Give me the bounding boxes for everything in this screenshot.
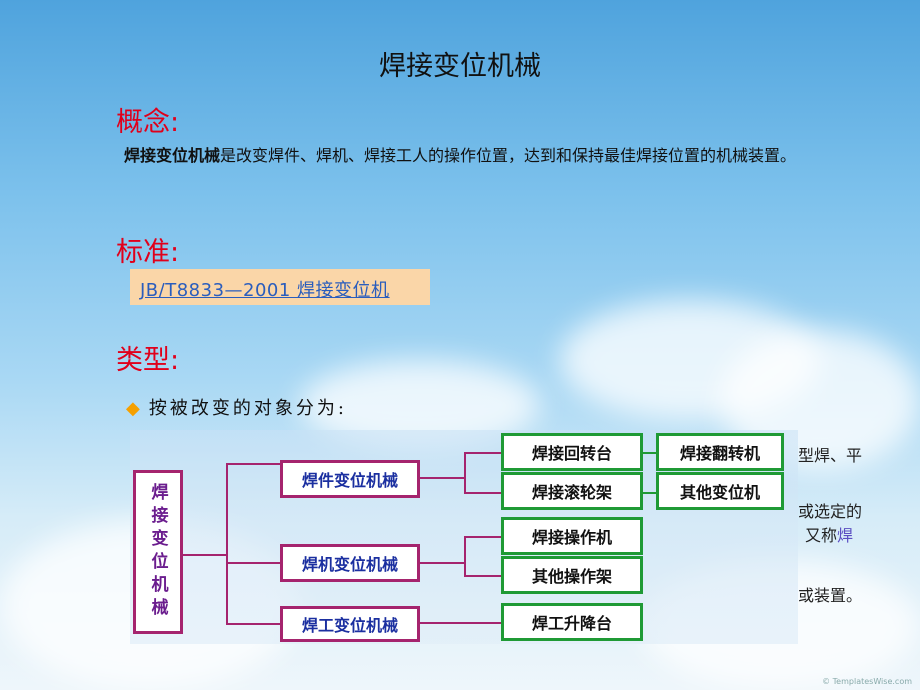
connector bbox=[642, 492, 656, 494]
partial-text-link: 焊 bbox=[837, 526, 854, 545]
connector bbox=[464, 452, 502, 454]
connector bbox=[642, 452, 656, 454]
type-heading: 类型: bbox=[116, 345, 180, 376]
type-bullet: ◆按被改变的对象分为: bbox=[126, 394, 347, 420]
diagram-level3-box: 其他变位机 bbox=[656, 472, 784, 510]
diagram-level1-box: 焊工变位机械 bbox=[280, 606, 420, 642]
diagram-level1-box: 焊件变位机械 bbox=[280, 460, 420, 498]
diagram-level2-box: 焊工升降台 bbox=[501, 603, 643, 641]
connector bbox=[464, 452, 466, 494]
concept-term: 焊接变位机械 bbox=[124, 146, 221, 165]
partial-text: 型焊、平 bbox=[798, 446, 863, 465]
connector bbox=[181, 554, 227, 556]
connector bbox=[226, 623, 281, 625]
standard-link[interactable]: JB/T8833—2001 焊接变位机 bbox=[140, 280, 390, 301]
connector bbox=[419, 562, 465, 564]
connector bbox=[464, 536, 466, 576]
diamond-bullet-icon: ◆ bbox=[126, 398, 143, 419]
concept-paragraph: 焊接变位机械是改变焊件、焊机、焊接工人的操作位置，达到和保持最佳焊接位置的机械装… bbox=[124, 144, 869, 168]
diagram-level2-box: 焊接操作机 bbox=[501, 517, 643, 555]
partial-text: 又称焊 bbox=[805, 522, 853, 546]
diagram-level2-box: 焊接滚轮架 bbox=[501, 472, 643, 510]
concept-text: 是改变焊件、焊机、焊接工人的操作位置，达到和保持最佳焊接位置的机械装置。 bbox=[220, 146, 797, 165]
connector bbox=[419, 477, 465, 479]
standard-box: JB/T8833—2001 焊接变位机 bbox=[130, 269, 430, 305]
diagram-level2-box: 其他操作架 bbox=[501, 556, 643, 594]
diagram-root-box: 焊接变位机械 bbox=[133, 470, 183, 634]
credit-text: © TemplatesWise.com bbox=[822, 677, 912, 686]
connector bbox=[419, 622, 502, 624]
diagram-level1-box: 焊机变位机械 bbox=[280, 544, 420, 582]
connector bbox=[226, 463, 281, 465]
partial-text: 或装置。 bbox=[798, 586, 863, 605]
standard-heading: 标准: bbox=[116, 237, 180, 268]
partial-text-part: 又称 bbox=[805, 526, 838, 545]
connector bbox=[226, 463, 228, 625]
bullet-text: 按被改变的对象分为: bbox=[148, 398, 347, 419]
connector bbox=[226, 562, 281, 564]
connector bbox=[464, 492, 502, 494]
connector bbox=[464, 575, 502, 577]
concept-heading: 概念: bbox=[116, 107, 180, 138]
slide-title: 焊接变位机械 bbox=[379, 51, 541, 82]
diagram-level2-box: 焊接回转台 bbox=[501, 433, 643, 471]
connector bbox=[464, 536, 502, 538]
partial-text: 或选定的 bbox=[798, 502, 863, 521]
diagram-level3-box: 焊接翻转机 bbox=[656, 433, 784, 471]
